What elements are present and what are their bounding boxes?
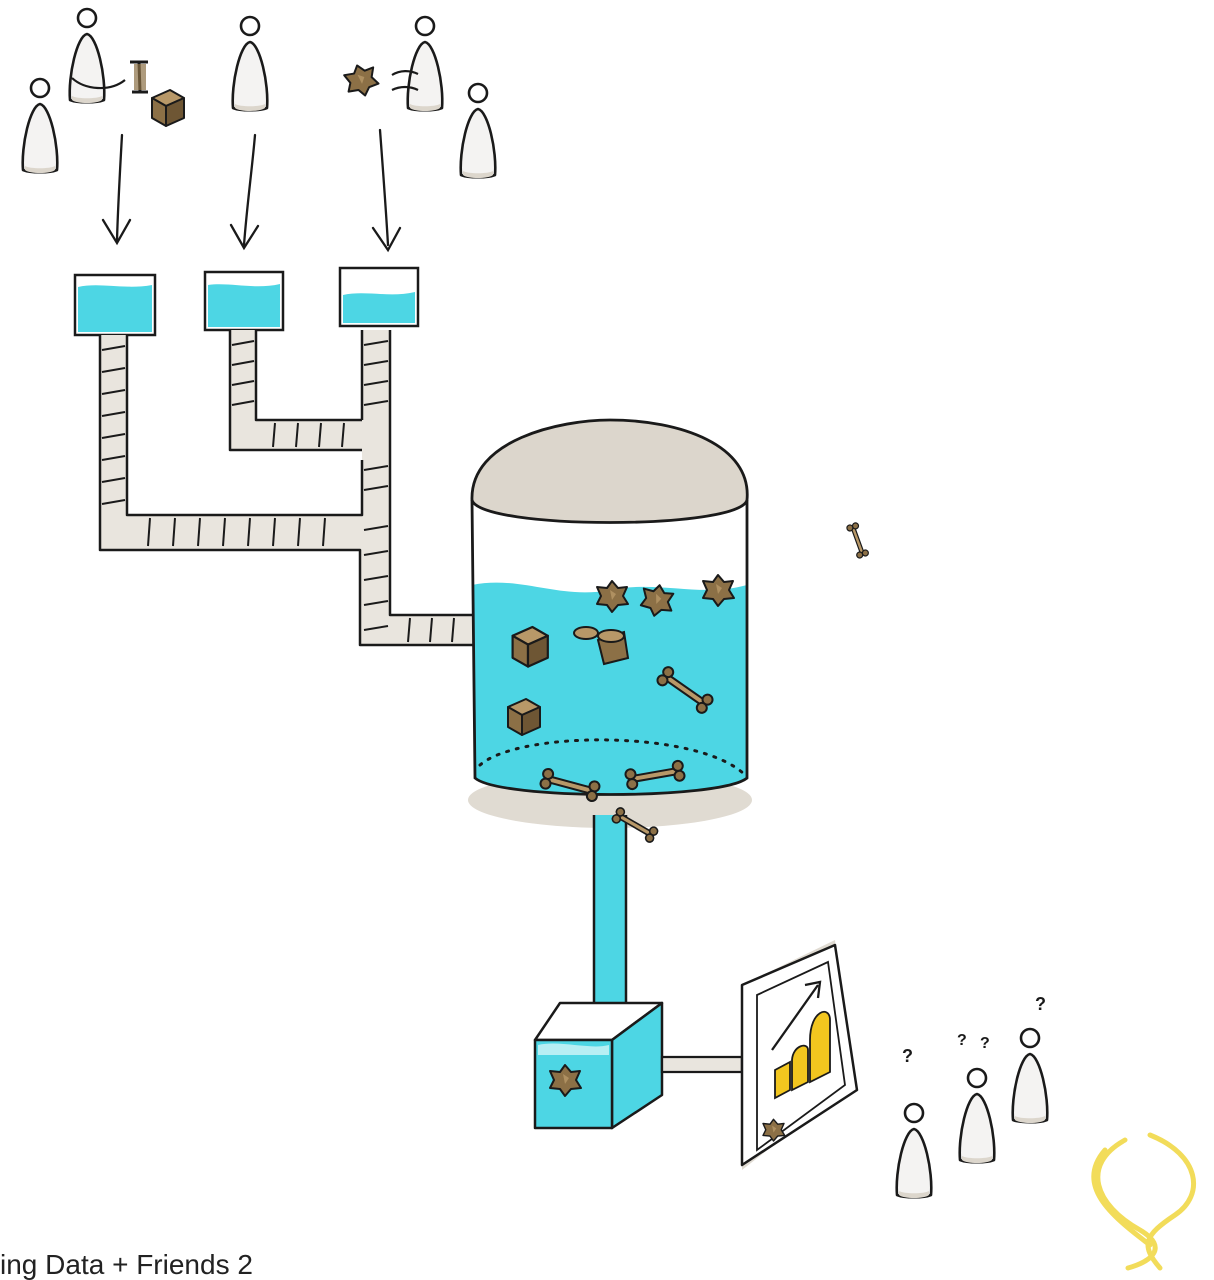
arrow-down-icon: [244, 135, 255, 245]
lake-water: [472, 583, 747, 795]
person-icon: [408, 17, 443, 111]
question-mark: ?: [1035, 994, 1046, 1014]
person-icon: [960, 1069, 995, 1163]
s-logo-icon: [1094, 1135, 1194, 1268]
question-mark: ?: [980, 1035, 990, 1052]
consumers-group: ? ? ? ?: [897, 994, 1048, 1198]
source-group-2: [233, 17, 268, 111]
tank-lid: [472, 420, 747, 523]
source-group-1: [23, 9, 184, 173]
source-bucket-2: [205, 272, 283, 330]
person-icon: [1013, 1029, 1048, 1123]
dashboard-connector: [662, 1057, 742, 1072]
ingest-arrows: [103, 130, 400, 250]
source-bucket-1: [75, 275, 155, 335]
question-mark: ?: [957, 1032, 967, 1049]
pipes: [100, 330, 475, 645]
source-group-3: [343, 17, 496, 178]
bone-debris-icon: [846, 522, 869, 559]
data-lake-tank: [468, 420, 752, 828]
arrow-down-icon: [380, 130, 388, 245]
box-icon: [152, 90, 184, 126]
person-icon: [23, 79, 58, 173]
video-caption: ing Data + Friends 2: [0, 1250, 253, 1280]
box-debris-icon: [508, 699, 540, 735]
person-icon: [461, 84, 496, 178]
source-bucket-3: [340, 268, 418, 326]
person-icon: [233, 17, 268, 111]
box-debris-icon: [513, 627, 548, 667]
star-debris-icon: [343, 61, 381, 99]
arrow-down-icon: [117, 135, 122, 240]
person-icon: [897, 1104, 932, 1198]
question-mark: ?: [902, 1046, 913, 1066]
report-dashboard: [742, 940, 857, 1170]
